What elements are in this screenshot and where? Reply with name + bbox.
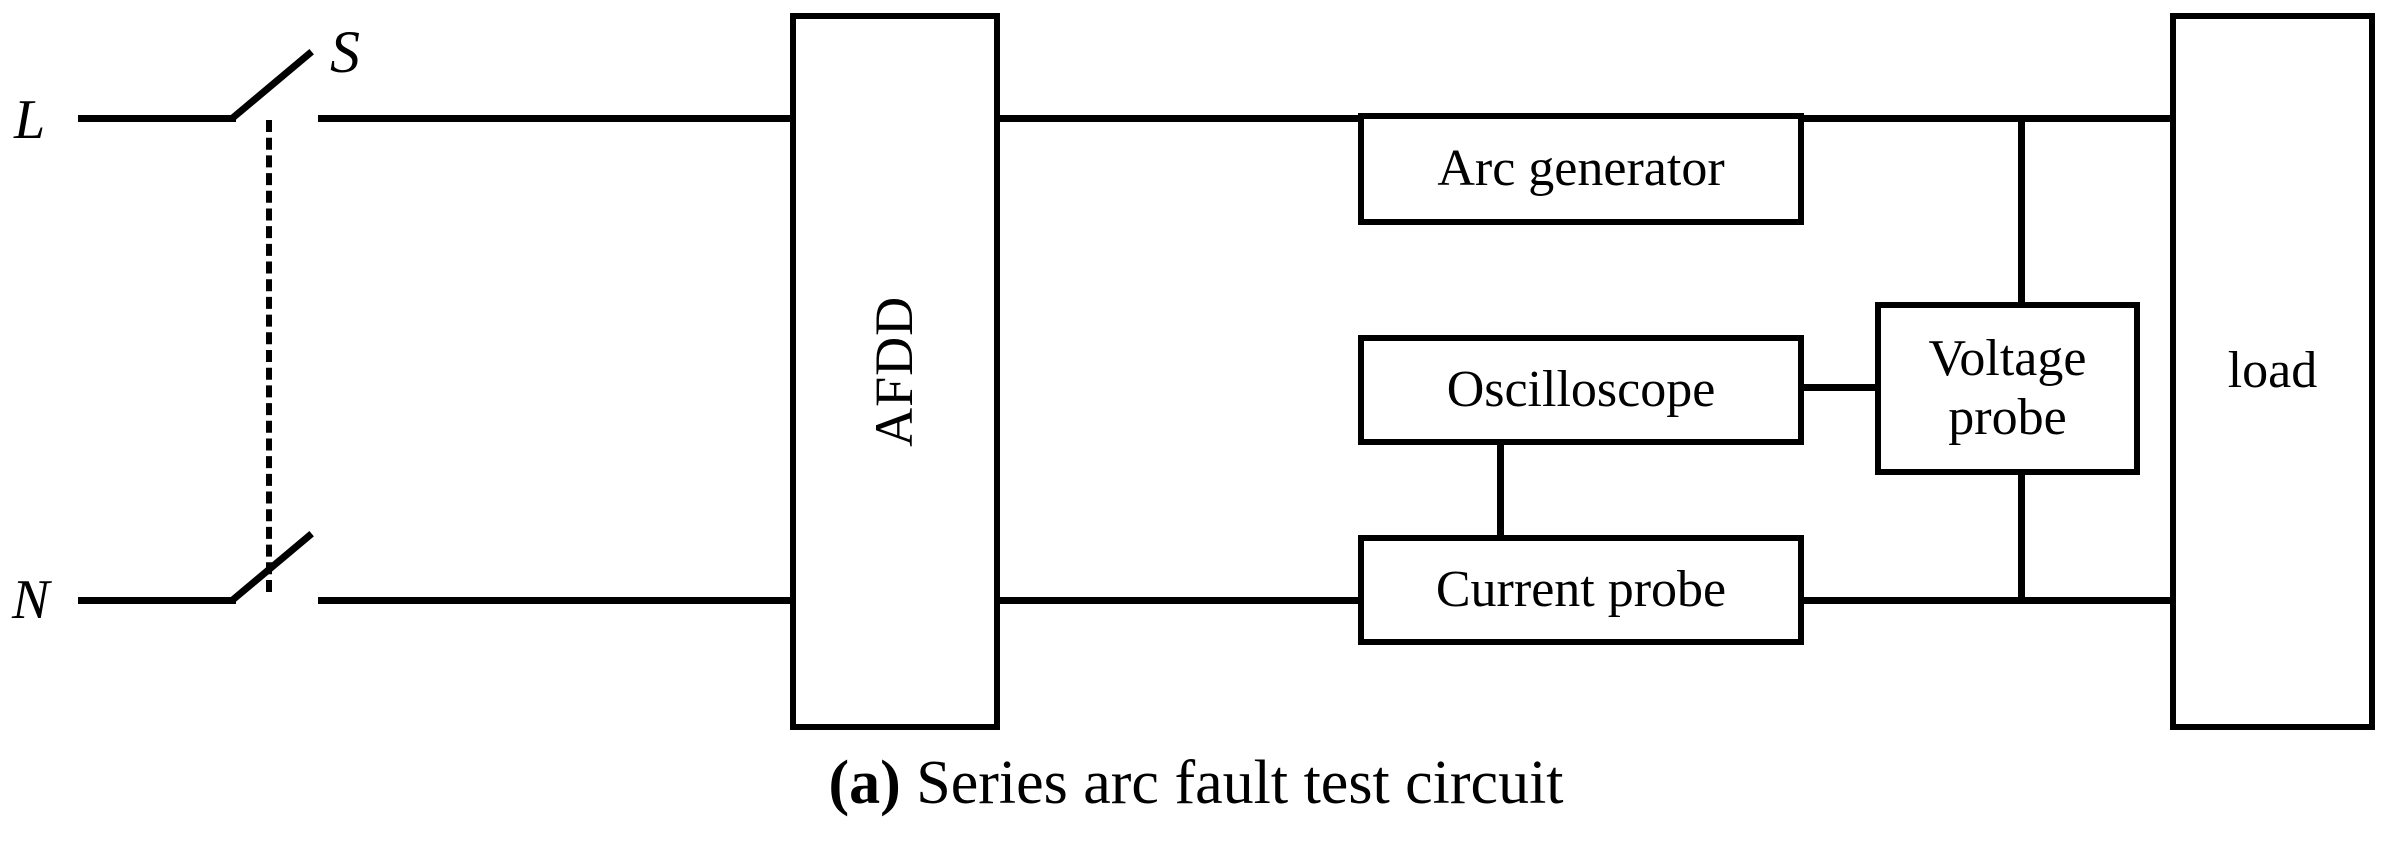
figure-caption-text: Series arc fault test circuit [900,749,1564,817]
block-voltage-probe-label: Voltage probe [1923,330,2093,446]
block-voltage-probe[interactable]: Voltage probe [1875,302,2140,475]
block-load[interactable]: load [2170,13,2375,730]
block-afdd[interactable]: AFDD [790,13,1000,730]
figure-caption-tag: (a) [828,749,901,817]
terminal-label-live: L [14,89,46,151]
wire-afdd-out-top [998,115,1360,122]
block-arc-generator[interactable]: Arc generator [1358,113,1804,225]
figure-caption: (a) Series arc fault test circuit [0,748,2392,819]
wire-live-to-afdd [318,115,793,122]
block-current-probe[interactable]: Current probe [1358,535,1804,645]
block-oscilloscope[interactable]: Oscilloscope [1358,335,1804,445]
wire-oscilloscope-to-voltage-probe [1800,384,1880,391]
wire-arc-generator-to-load [1800,115,2172,122]
block-voltage-probe-label-line1: Voltage [1928,330,2087,388]
wire-live-incoming [78,115,236,122]
switch-blade-live [229,48,314,122]
switch-ganged-link-dashed [266,120,272,592]
block-afdd-label: AFDD [864,295,925,448]
wire-neutral-incoming [78,597,236,604]
wire-voltage-probe-tap-top [2018,115,2025,307]
wire-neutral-to-afdd [318,597,793,604]
wire-afdd-out-bottom [998,597,1360,604]
terminal-label-neutral: N [12,569,50,631]
wire-oscilloscope-to-current-probe [1497,441,1504,541]
switch-label-s: S [330,19,360,85]
block-voltage-probe-label-line2: probe [1948,388,2067,446]
wire-current-probe-to-load [1800,597,2172,604]
block-current-probe-label: Current probe [1435,560,1727,618]
block-load-label: load [2227,342,2318,400]
block-arc-generator-label: Arc generator [1437,139,1725,197]
wire-voltage-probe-tap-bottom [2018,470,2025,604]
block-oscilloscope-label: Oscilloscope [1446,360,1716,418]
